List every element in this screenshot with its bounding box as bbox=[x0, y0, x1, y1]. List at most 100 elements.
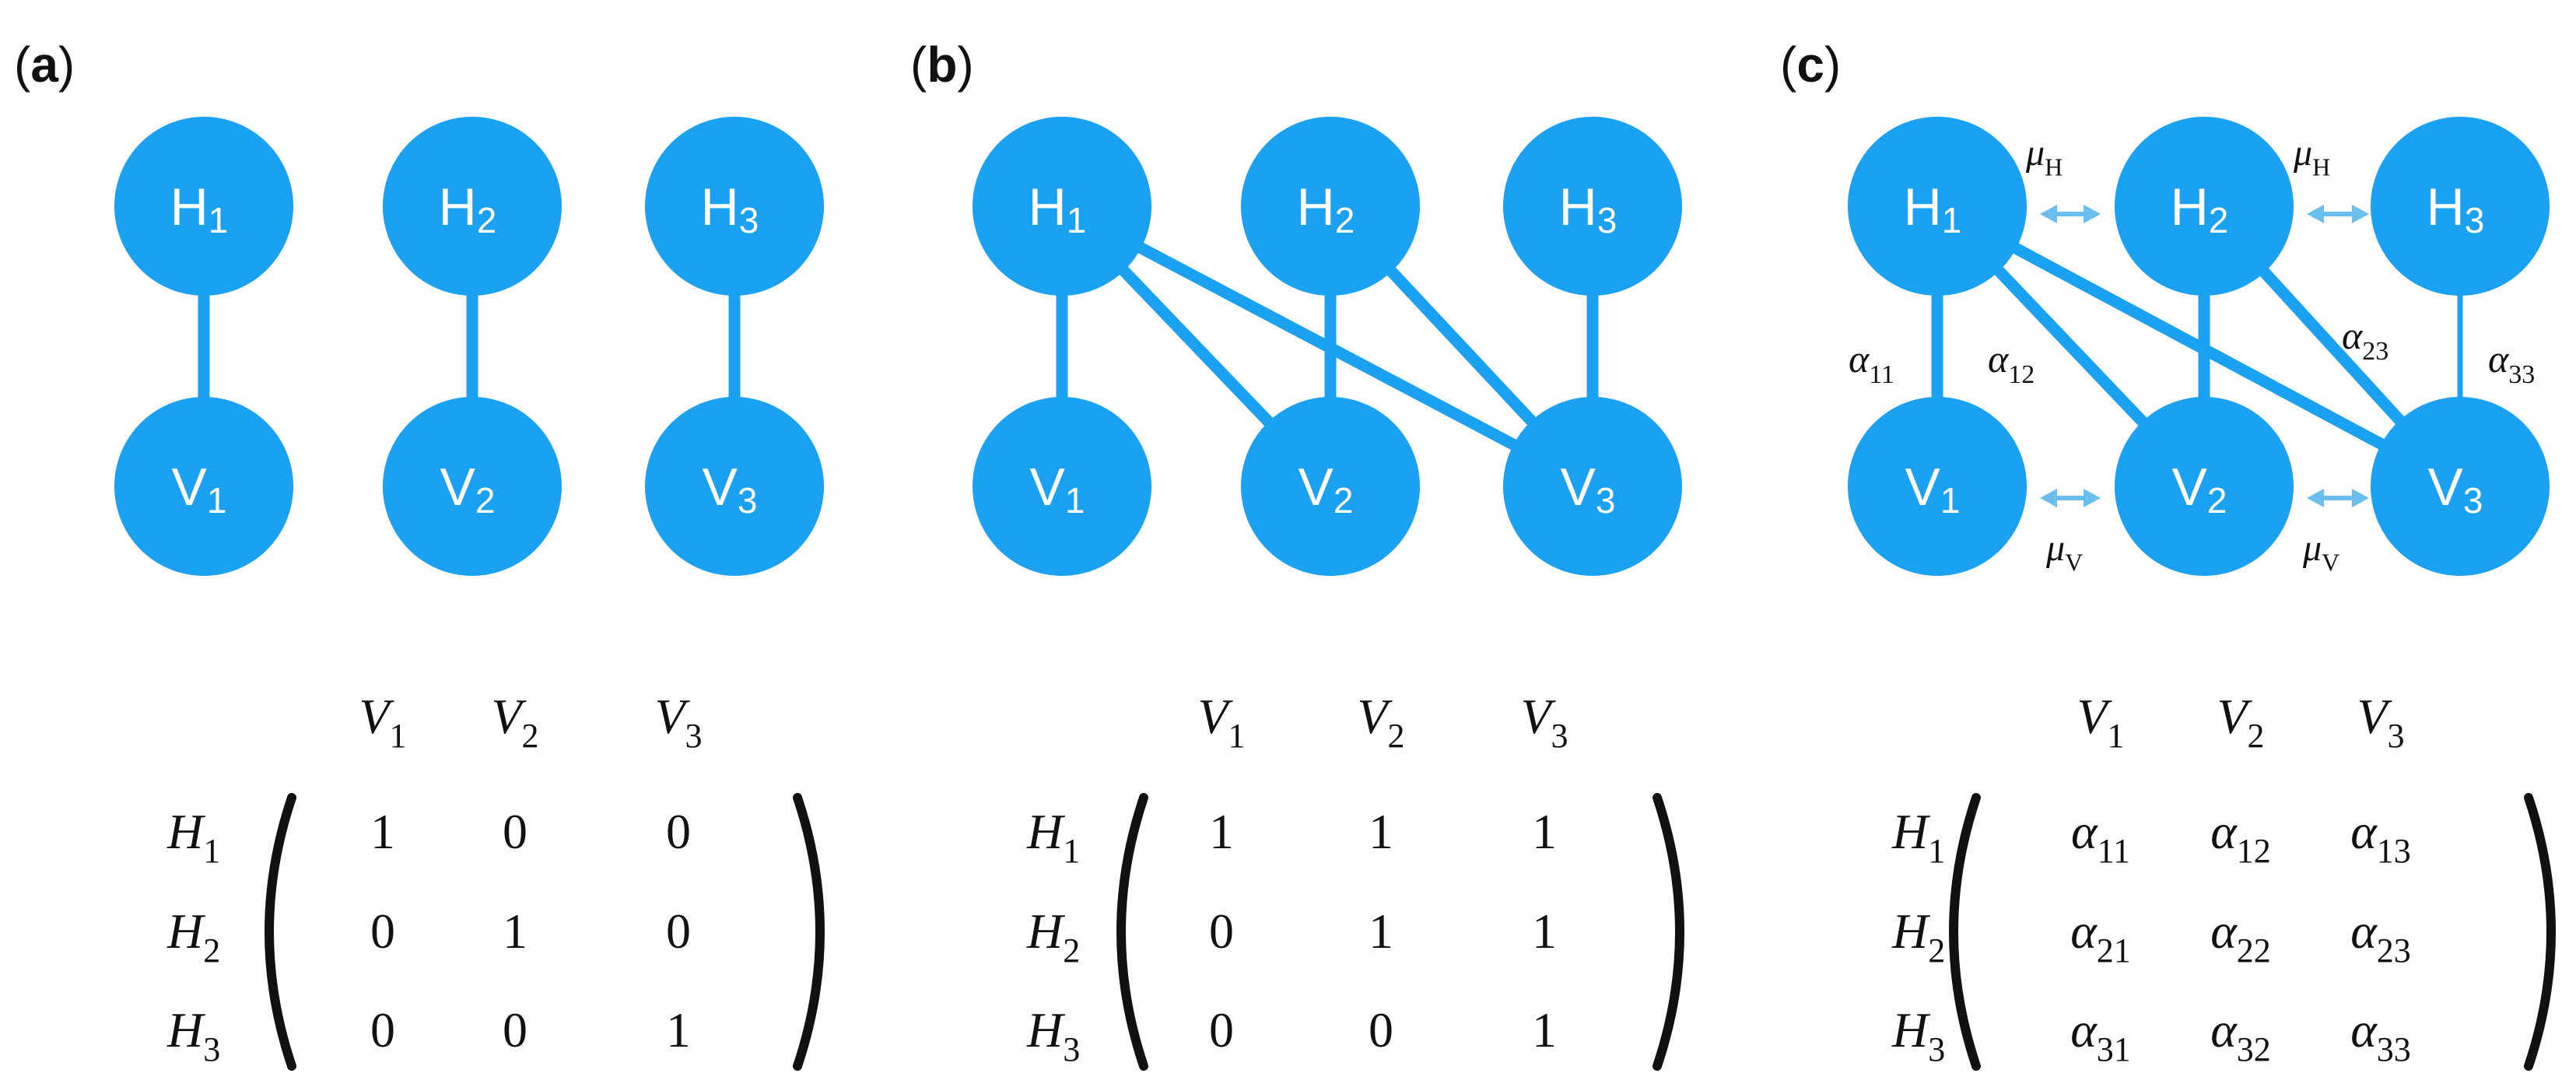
row-header-h1: H1 bbox=[1026, 804, 1080, 870]
matrix-cell: 1 bbox=[503, 903, 527, 959]
matrix-left-paren bbox=[1949, 793, 1981, 1071]
svg-text:H3: H3 bbox=[2427, 177, 2485, 240]
svg-text:V1: V1 bbox=[172, 458, 227, 521]
svg-text:H2: H2 bbox=[439, 177, 497, 240]
visible-node-v1: V1 bbox=[1848, 397, 2027, 576]
matrix-cell: 0 bbox=[1209, 1002, 1234, 1058]
svg-text:V2: V2 bbox=[440, 458, 496, 521]
panel-label: (c) bbox=[1780, 37, 1841, 93]
row-header-h2: H2 bbox=[166, 903, 220, 970]
svg-text:V3: V3 bbox=[703, 458, 758, 521]
svg-text:H1: H1 bbox=[1904, 177, 1962, 240]
matrix-left-paren bbox=[1116, 793, 1148, 1071]
svg-text:V3: V3 bbox=[2428, 458, 2483, 521]
hidden-node-h2: H2 bbox=[1241, 117, 1420, 296]
edge-label-alpha-33: α33 bbox=[2488, 337, 2535, 389]
svg-text:V3: V3 bbox=[1561, 458, 1616, 521]
visible-node-v2: V2 bbox=[1241, 397, 1420, 576]
matrix-cell: 0 bbox=[666, 804, 691, 859]
svg-text:H1: H1 bbox=[170, 177, 229, 240]
hidden-node-h2: H2 bbox=[2115, 117, 2294, 296]
mu-h-label: μH bbox=[2025, 132, 2063, 181]
col-header-v1: V1 bbox=[2077, 689, 2124, 755]
visible-coupling-arrow-1 bbox=[2040, 489, 2101, 507]
hidden-node-h3: H3 bbox=[1503, 117, 1682, 296]
svg-text:H2: H2 bbox=[1297, 177, 1355, 240]
matrix-left-paren bbox=[265, 793, 296, 1071]
col-header-v1: V1 bbox=[359, 689, 406, 755]
svg-text:V1: V1 bbox=[1905, 458, 1961, 521]
row-header-h1: H1 bbox=[166, 804, 220, 870]
matrix-cell: 0 bbox=[1369, 1002, 1393, 1058]
matrix-cell: α12 bbox=[2210, 804, 2271, 870]
matrix-cell: 1 bbox=[1369, 903, 1393, 959]
matrix-cell: 0 bbox=[370, 903, 395, 959]
matrix-cell: α11 bbox=[2071, 804, 2130, 870]
matrix-cell: α31 bbox=[2070, 1002, 2131, 1068]
visible-node-v3: V3 bbox=[1503, 397, 1682, 576]
hidden-node-h3: H3 bbox=[645, 117, 824, 296]
col-header-v2: V2 bbox=[491, 689, 538, 755]
edge-label-alpha-12: α12 bbox=[1988, 337, 2035, 389]
matrix-cell: α32 bbox=[2210, 1002, 2271, 1068]
hidden-coupling-arrow-2 bbox=[2307, 205, 2369, 223]
row-header-h2: H2 bbox=[1891, 903, 1945, 970]
mu-v-label: μV bbox=[2045, 528, 2083, 576]
visible-node-v1: V1 bbox=[973, 397, 1151, 576]
hidden-node-h3: H3 bbox=[2371, 117, 2550, 296]
visible-node-v1: V1 bbox=[114, 397, 293, 576]
matrix-cell: 1 bbox=[1532, 804, 1557, 859]
edge-label-alpha-11: α11 bbox=[1849, 337, 1894, 389]
matrix-right-paren bbox=[1652, 793, 1684, 1071]
matrix-cell: α22 bbox=[2210, 903, 2271, 970]
col-header-v3: V3 bbox=[2357, 689, 2404, 755]
row-header-h3: H3 bbox=[1026, 1002, 1080, 1068]
svg-text:V2: V2 bbox=[2172, 458, 2227, 521]
matrix-cell: 1 bbox=[1209, 804, 1234, 859]
matrix-right-paren bbox=[793, 793, 825, 1071]
col-header-v1: V1 bbox=[1197, 689, 1245, 755]
visible-coupling-arrow-2 bbox=[2307, 489, 2369, 507]
matrix-cell: α13 bbox=[2350, 804, 2411, 870]
matrix-cell: 1 bbox=[666, 1002, 691, 1058]
hidden-node-h2: H2 bbox=[383, 117, 562, 296]
matrix-cell: 0 bbox=[503, 1002, 527, 1058]
row-header-h3: H3 bbox=[1891, 1002, 1945, 1068]
svg-text:H3: H3 bbox=[1559, 177, 1617, 240]
row-header-h1: H1 bbox=[1891, 804, 1945, 870]
col-header-v2: V2 bbox=[1357, 689, 1404, 755]
panel-label: (a) bbox=[14, 37, 75, 93]
matrix-cell: α21 bbox=[2070, 903, 2131, 970]
mu-v-label: μV bbox=[2302, 528, 2339, 576]
visible-node-v2: V2 bbox=[2115, 397, 2294, 576]
matrix-cell: 1 bbox=[1369, 804, 1393, 859]
panel-label: (b) bbox=[910, 37, 974, 93]
matrix-cell: α33 bbox=[2350, 1002, 2411, 1068]
matrix-cell: 1 bbox=[370, 804, 395, 859]
svg-text:H2: H2 bbox=[2171, 177, 2229, 240]
hidden-node-h1: H1 bbox=[1848, 117, 2027, 296]
hidden-node-h1: H1 bbox=[973, 117, 1151, 296]
col-header-v2: V2 bbox=[2217, 689, 2264, 755]
matrix-right-paren bbox=[2524, 793, 2556, 1071]
edge-label-alpha-23: α23 bbox=[2342, 314, 2388, 366]
matrix-cell: 0 bbox=[370, 1002, 395, 1058]
mu-h-label: μH bbox=[2293, 132, 2330, 181]
svg-text:V2: V2 bbox=[1299, 458, 1354, 521]
svg-text:H1: H1 bbox=[1029, 177, 1087, 240]
matrix-cell: 0 bbox=[666, 903, 691, 959]
visible-node-v3: V3 bbox=[2371, 397, 2550, 576]
matrix-cell: 0 bbox=[503, 804, 527, 859]
matrix-cell: 1 bbox=[1532, 903, 1557, 959]
col-header-v3: V3 bbox=[1520, 689, 1568, 755]
row-header-h3: H3 bbox=[166, 1002, 220, 1068]
visible-node-v2: V2 bbox=[383, 397, 562, 576]
svg-text:H3: H3 bbox=[701, 177, 759, 240]
